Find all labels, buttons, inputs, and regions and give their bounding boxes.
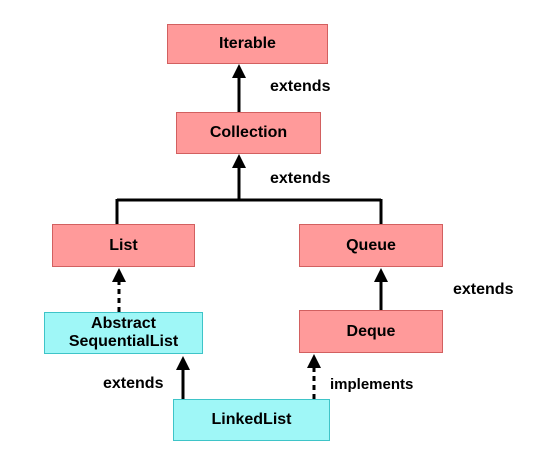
- node-deque-label: Deque: [346, 322, 396, 340]
- node-linked-list: LinkedList: [173, 399, 330, 441]
- arrowhead-iterable: [232, 64, 246, 78]
- node-linked-list-label: LinkedList: [211, 411, 292, 428]
- node-list-label: List: [109, 236, 138, 254]
- label-list-queue-extends-collection: extends: [270, 170, 331, 187]
- node-abstract-sequential-list-line2: SequentialList: [68, 333, 179, 350]
- arrowhead-abstract: [176, 356, 190, 370]
- label-linkedlist-implements-deque: implements: [330, 376, 414, 393]
- node-abstract-sequential-list: Abstract SequentialList: [44, 312, 203, 354]
- label-linkedlist-extends-abstract: extends: [103, 375, 164, 392]
- node-queue: Queue: [299, 224, 443, 267]
- node-collection: Collection: [176, 112, 321, 154]
- arrowhead-queue: [374, 268, 388, 282]
- label-deque-extends-queue: extends: [453, 281, 514, 298]
- node-collection-label: Collection: [209, 124, 288, 141]
- arrowhead-list: [112, 268, 126, 282]
- arrowhead-collection: [232, 154, 246, 168]
- node-list: List: [52, 224, 195, 267]
- node-iterable-label: Iterable: [219, 35, 276, 52]
- node-queue-label: Queue: [346, 236, 396, 254]
- arrowhead-deque: [307, 354, 321, 368]
- node-abstract-sequential-list-line1: Abstract: [91, 315, 156, 332]
- node-iterable: Iterable: [167, 24, 328, 64]
- label-collection-extends-iterable: extends: [270, 78, 331, 95]
- node-deque: Deque: [299, 310, 443, 353]
